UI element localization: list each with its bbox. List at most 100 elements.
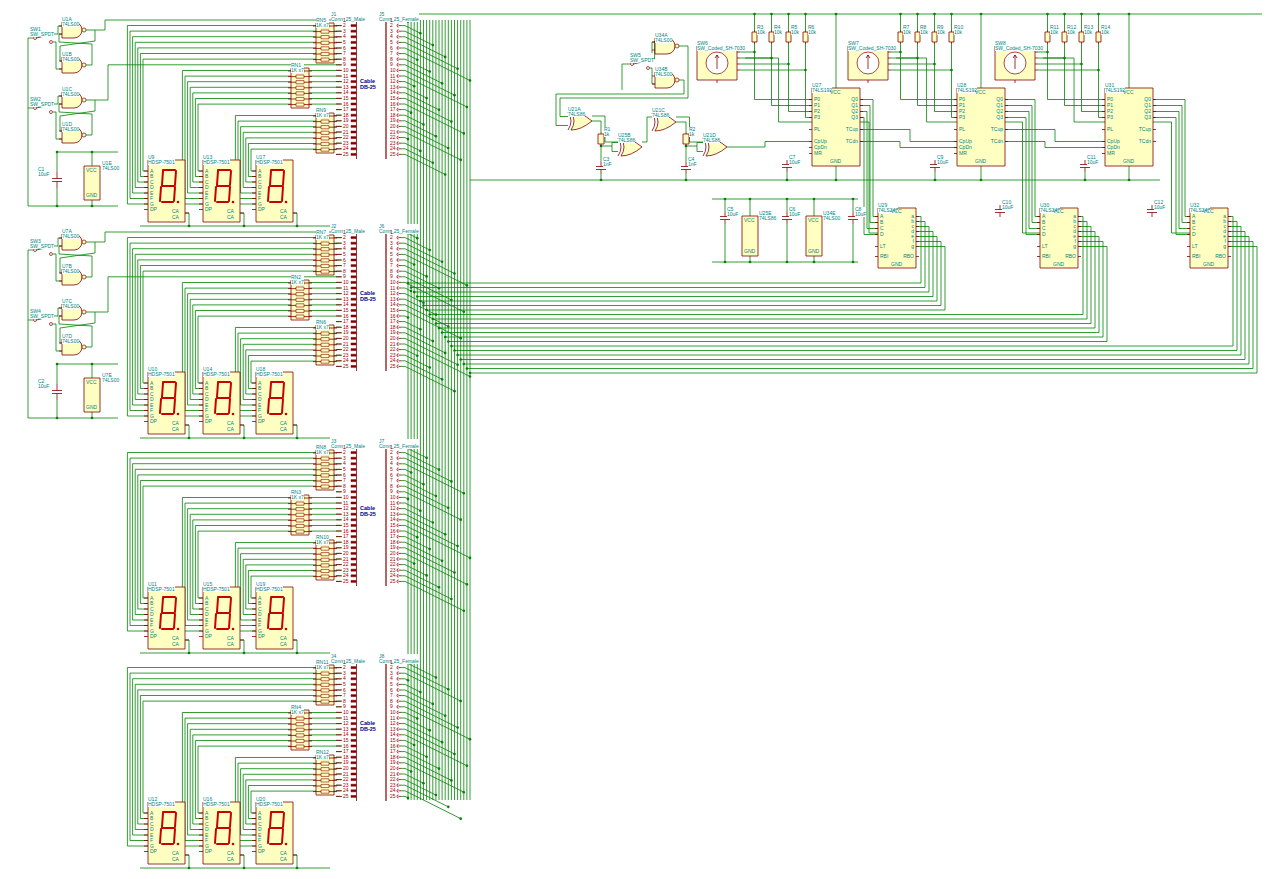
label-holder: CA [280, 215, 287, 220]
label-holder: DP [150, 849, 157, 854]
digit-segment [215, 829, 216, 843]
part-label: U7C74LS00 [62, 299, 79, 309]
capacitor: C710uF [782, 150, 800, 172]
part-value: Conn_25_Male [331, 444, 365, 449]
label-holder: CA [227, 215, 234, 220]
resistor: R810k [915, 20, 928, 44]
symbol-outline [397, 677, 399, 680]
pin-name: DP [258, 419, 265, 424]
part-label: U18HDSP-7501 [256, 367, 283, 377]
part-label: SW8SW_Coded_SH-7030 [995, 41, 1043, 51]
spdt-switch: SW3SW_SPDT [30, 234, 54, 256]
decimal-point [177, 413, 180, 416]
symbol-outline [397, 58, 399, 61]
rotary-switch: SW8SW_Coded_SH-7030 [995, 36, 1043, 80]
decimal-point [232, 413, 235, 416]
part-value: SW_SPDT [630, 58, 654, 63]
part-value: 1K x7 [291, 495, 304, 500]
symbol-outline [351, 457, 356, 459]
nand-gate: U7D74LS00 [62, 329, 86, 355]
symbol-pin [50, 111, 53, 114]
symbol-outline [397, 337, 399, 340]
part-value: 10k [757, 30, 765, 35]
part-label: R1010k [954, 25, 963, 35]
capacitor: C510uF [720, 202, 738, 224]
symbol-outline [351, 723, 356, 725]
digit-segment [174, 187, 175, 201]
symbol-pin [82, 275, 86, 279]
resistor: R410k [769, 20, 782, 44]
part-label: U7D74LS00 [62, 334, 79, 344]
label-holder: 25 [390, 364, 396, 369]
digit-segment [162, 171, 163, 185]
resistor: R610k [803, 20, 816, 44]
label-holder: DP [258, 207, 265, 212]
decimal-point [285, 843, 288, 846]
symbol-outline [397, 309, 399, 312]
part-value: 10k [791, 30, 799, 35]
part-value: 74LS00 [102, 166, 119, 171]
symbol-outline [397, 756, 399, 759]
symbol-outline [397, 745, 399, 748]
resistor: R11k [598, 122, 610, 146]
symbol-outline [351, 496, 356, 498]
digit-segment [215, 399, 216, 413]
symbol-outline [351, 728, 356, 730]
symbol-outline [351, 248, 356, 250]
capacitor: C110uF [38, 162, 62, 188]
symbol-outline [351, 452, 356, 454]
pin-name: DP [205, 634, 212, 639]
part-value: 74LS86 [618, 138, 635, 143]
symbol-outline [351, 337, 356, 339]
pin-name: CA [172, 215, 179, 220]
symbol-outline [351, 276, 356, 278]
symbol-outline [351, 790, 356, 792]
symbol-outline [351, 751, 356, 753]
part-label: R510k [791, 25, 799, 35]
part-label: J6Conn_25_Female [379, 224, 419, 234]
cable-label: Cable DB-25 [360, 290, 382, 302]
part-label: U11HDSP-7501 [148, 582, 175, 592]
part-value: 74LS00 [823, 216, 840, 221]
capacitor: C910uF [930, 150, 948, 172]
symbol-outline [397, 119, 399, 122]
capacitor-symbol [52, 172, 62, 188]
part-value: 10uF [1002, 205, 1013, 210]
digit-segment [282, 399, 283, 413]
symbol-outline [351, 86, 356, 88]
symbol-outline [351, 530, 356, 532]
symbol-outline [351, 480, 356, 482]
signal-wire [896, 58, 957, 122]
symbol-outline [351, 109, 356, 111]
resistor: R310k [752, 20, 765, 44]
part-label: C810uF [855, 207, 866, 217]
nand-gate: U1A74LS00 [62, 12, 86, 38]
part-label: R410k [774, 25, 782, 35]
symbol-outline [397, 131, 399, 134]
part-value: HDSP-7501 [203, 372, 230, 377]
symbol-outline [351, 569, 356, 571]
female-connector: J8Conn_25_Female [379, 649, 419, 801]
part-label: RN51K x7 [316, 18, 329, 28]
symbol-outline [397, 739, 399, 742]
digit-segment [230, 813, 231, 827]
symbol-outline [351, 69, 356, 71]
symbol-pin [50, 323, 53, 326]
symbol-outline [351, 125, 356, 127]
label-holder: CA [172, 427, 179, 432]
symbol-outline [351, 678, 356, 680]
digit-segment [270, 598, 271, 612]
symbol-outline [351, 58, 356, 60]
symbol-outline [351, 242, 356, 244]
symbol-outline [397, 694, 399, 697]
digit-segment [229, 614, 230, 628]
digit-segment [175, 171, 176, 185]
symbol-outline [351, 767, 356, 769]
symbol-outline [351, 695, 356, 697]
part-label: SW1SW_SPDT [30, 27, 54, 37]
digit-segment [230, 598, 231, 612]
part-label: U34B74LS00 [655, 67, 672, 77]
part-value: HDSP-7501 [256, 587, 283, 592]
part-label: U9HDSP-7501 [148, 155, 175, 165]
part-value: 74LS00 [62, 234, 79, 239]
